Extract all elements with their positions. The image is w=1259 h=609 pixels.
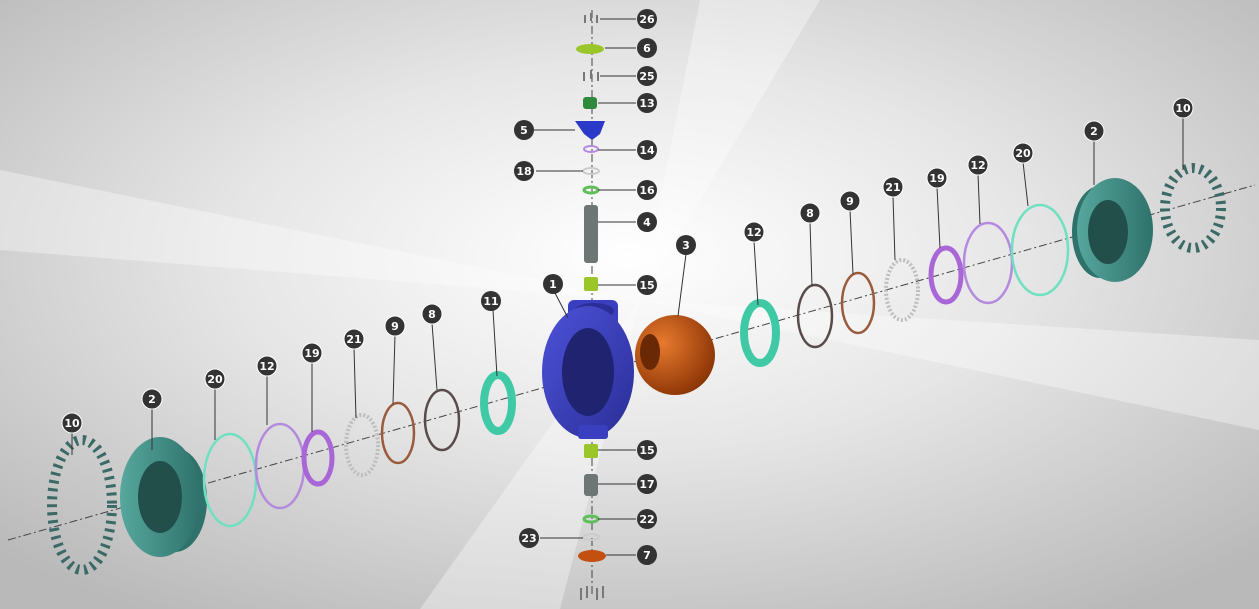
callout-18: 18	[514, 161, 534, 181]
callout-1: 1	[543, 274, 563, 294]
callout-left-19: 19	[301, 342, 323, 364]
callout-left-10: 10	[61, 412, 83, 434]
callout-right-19: 19	[926, 167, 948, 189]
svg-text:11: 11	[483, 295, 498, 308]
left-end-flange	[120, 437, 207, 557]
right-seat-12	[740, 299, 780, 367]
svg-text:2: 2	[1090, 125, 1098, 138]
callout-11: 11	[481, 291, 501, 311]
svg-text:12: 12	[259, 360, 274, 373]
left-ring-9	[380, 401, 416, 465]
svg-text:9: 9	[391, 320, 399, 333]
svg-text:10: 10	[64, 417, 80, 430]
svg-text:13: 13	[639, 97, 654, 110]
svg-text:19: 19	[929, 172, 944, 185]
leader-lines	[71, 18, 1184, 556]
valve-body	[542, 300, 634, 439]
svg-text:20: 20	[1015, 147, 1031, 160]
right-ring-9	[840, 271, 876, 335]
callout-14: 14	[637, 140, 657, 160]
callout-7: 7	[637, 545, 657, 565]
svg-text:2: 2	[148, 393, 156, 406]
callout-right-12b: 12	[967, 154, 989, 176]
svg-text:18: 18	[516, 165, 531, 178]
svg-text:7: 7	[643, 549, 651, 562]
callout-left-12: 12	[256, 355, 278, 377]
left-ring-21	[344, 413, 380, 477]
callout-3: 3	[676, 235, 696, 255]
svg-text:22: 22	[639, 513, 654, 526]
callout-left-2: 2	[141, 388, 163, 410]
svg-text:23: 23	[521, 532, 536, 545]
svg-text:5: 5	[520, 124, 528, 137]
left-bolt-ring	[47, 435, 117, 575]
callout-13: 13	[637, 93, 657, 113]
callout-26: 26	[637, 9, 657, 29]
svg-text:20: 20	[207, 373, 223, 386]
callout-right-20: 20	[1012, 142, 1034, 164]
valve-ball	[635, 315, 715, 395]
svg-text:15: 15	[639, 279, 654, 292]
left-ring-20	[202, 432, 258, 528]
svg-text:19: 19	[304, 347, 319, 360]
callout-badges: 26 6 25 13 5 14 18 16 4 15 1 3 11 15 17 …	[61, 9, 1194, 565]
stem-stack	[575, 13, 606, 600]
svg-text:9: 9	[846, 195, 854, 208]
callout-left-9: 9	[384, 315, 406, 337]
svg-text:14: 14	[639, 144, 655, 157]
svg-text:26: 26	[639, 13, 655, 26]
svg-text:21: 21	[346, 333, 361, 346]
callout-16: 16	[637, 180, 657, 200]
svg-text:10: 10	[1175, 102, 1191, 115]
svg-text:17: 17	[639, 478, 654, 491]
callout-right-8: 8	[799, 202, 821, 224]
svg-text:15: 15	[639, 444, 654, 457]
callout-6: 6	[637, 38, 657, 58]
svg-text:8: 8	[806, 207, 814, 220]
svg-text:6: 6	[643, 42, 651, 55]
svg-text:16: 16	[639, 184, 655, 197]
callout-left-20: 20	[204, 368, 226, 390]
svg-text:21: 21	[885, 181, 900, 194]
callout-25: 25	[637, 66, 657, 86]
left-ring-8	[423, 388, 461, 452]
callout-17: 17	[637, 474, 657, 494]
callout-5: 5	[514, 120, 534, 140]
callout-left-8: 8	[421, 303, 443, 325]
right-ring-20	[1010, 203, 1070, 297]
svg-text:8: 8	[428, 308, 436, 321]
svg-text:3: 3	[682, 239, 690, 252]
callout-right-12: 12	[743, 221, 765, 243]
left-ring-19	[301, 429, 335, 487]
svg-text:4: 4	[643, 216, 651, 229]
callout-4: 4	[637, 212, 657, 232]
right-ring-21	[884, 258, 920, 322]
callout-right-10: 10	[1172, 97, 1194, 119]
callout-15-bottom: 15	[637, 440, 657, 460]
svg-text:12: 12	[970, 159, 985, 172]
right-ring-19	[928, 245, 964, 305]
callout-right-2: 2	[1083, 120, 1105, 142]
right-end-flange	[1072, 178, 1153, 282]
svg-text:25: 25	[639, 70, 654, 83]
right-ring-8	[796, 283, 834, 349]
callout-left-21: 21	[343, 328, 365, 350]
callout-15-top: 15	[637, 275, 657, 295]
svg-text:12: 12	[746, 226, 761, 239]
callout-right-9: 9	[839, 190, 861, 212]
callout-right-21: 21	[882, 176, 904, 198]
svg-text:1: 1	[549, 278, 557, 291]
callout-22: 22	[637, 509, 657, 529]
callout-23: 23	[519, 528, 539, 548]
right-bolt-ring	[1160, 163, 1226, 253]
left-seat-11	[480, 371, 516, 435]
